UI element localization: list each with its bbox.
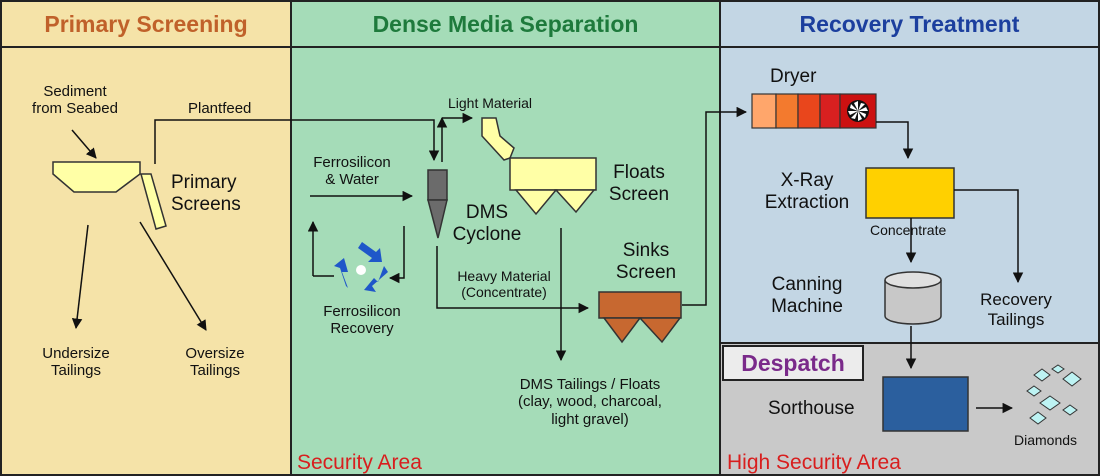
plantfeed-label: Plantfeed: [188, 100, 252, 117]
canning-machine-shape: [884, 271, 942, 325]
sinks-screen-shape: [598, 291, 682, 344]
primary-screens-label-line2: Screens: [171, 193, 241, 215]
primary-screening-header: Primary Screening: [0, 0, 292, 48]
sediment-label-line2: from Seabed: [32, 100, 118, 118]
primary-screens-label-line1: Primary: [171, 172, 237, 193]
floats-screen-label-line1: Floats: [613, 162, 665, 183]
oversize-tailings-label-line2: Tailings: [189, 362, 241, 380]
ferrosilicon-water-label: Ferrosilicon & Water: [304, 154, 400, 189]
dryer-label: Dryer: [770, 66, 817, 87]
sinks-screen-label: Sinks Screen: [606, 240, 686, 284]
high-security-area-label: High Security Area: [727, 451, 901, 474]
oversize-tailings-label: Oversize Tailings: [170, 345, 260, 380]
canning-machine-label-line2: Machine: [771, 295, 843, 317]
undersize-tailings-label-line1: Undersize: [42, 345, 110, 362]
canning-machine-label-line1: Canning: [771, 274, 843, 295]
undersize-tailings-label-line2: Tailings: [50, 362, 102, 380]
dryer-shape: [751, 93, 877, 129]
heavy-material-label: Heavy Material (Concentrate): [440, 268, 568, 300]
ferrosilicon-recovery-label: Ferrosilicon Recovery: [314, 303, 410, 338]
concentrate-box: [865, 167, 955, 219]
dms-cyclone-label-line1: DMS: [465, 202, 509, 223]
dms-tailings-label: DMS Tailings / Floats (clay, wood, charc…: [505, 376, 675, 428]
floats-screen-shape: [481, 117, 597, 216]
floats-screen-label-line2: Screen: [608, 183, 670, 205]
ferrosilicon-water-label-line1: Ferrosilicon: [313, 154, 391, 171]
diamonds-label: Diamonds: [1014, 432, 1078, 448]
recovery-treatment-header: Recovery Treatment: [719, 0, 1100, 48]
sinks-screen-label-line1: Sinks: [622, 240, 670, 261]
floats-screen-label: Floats Screen: [599, 162, 679, 206]
undersize-tailings-label: Undersize Tailings: [31, 345, 121, 380]
ferrosilicon-recovery-label-line1: Ferrosilicon: [323, 303, 401, 320]
dms-tailings-label-line1: DMS Tailings / Floats: [519, 376, 661, 393]
dense-media-separation-panel: [290, 0, 721, 476]
xray-extraction-label: X-Ray Extraction: [752, 170, 862, 214]
heavy-material-label-line2: (Concentrate): [461, 284, 547, 301]
heavy-material-label-line1: Heavy Material: [457, 268, 551, 284]
xray-extraction-label-line2: Extraction: [764, 191, 850, 213]
dms-tailings-label-line2: (clay, wood, charcoal,: [518, 393, 662, 411]
sediment-label: Sediment from Seabed: [25, 83, 125, 118]
ferrosilicon-recovery-label-line2: Recovery: [330, 320, 394, 338]
despatch-header: Despatch: [722, 345, 864, 381]
canning-machine-label: Canning Machine: [752, 274, 862, 318]
sorthouse-box: [882, 376, 969, 432]
ferrosilicon-water-label-line2: & Water: [325, 171, 379, 189]
recycle-icon: [334, 242, 388, 292]
concentrate-label: Concentrate: [870, 222, 947, 238]
flow-arrows: [71, 106, 1024, 414]
sorthouse-label: Sorthouse: [768, 398, 855, 419]
light-material-label: Light Material: [448, 95, 533, 111]
recovery-tailings-label: Recovery Tailings: [966, 290, 1066, 329]
oversize-tailings-label-line1: Oversize: [185, 345, 245, 362]
security-area-label: Security Area: [297, 451, 422, 474]
recovery-tailings-label-line2: Tailings: [987, 309, 1045, 329]
dms-tailings-label-line3: light gravel): [551, 410, 629, 428]
sediment-label-line1: Sediment: [43, 83, 107, 100]
diamonds-icon: [1026, 364, 1082, 425]
primary-screens-shape: [52, 161, 167, 230]
dms-cyclone-label: DMS Cyclone: [442, 202, 532, 246]
recovery-tailings-label-line1: Recovery: [980, 290, 1052, 309]
dms-cyclone-shape: [427, 169, 448, 239]
sinks-screen-label-line2: Screen: [615, 261, 677, 283]
dense-media-separation-header: Dense Media Separation: [290, 0, 721, 48]
primary-screening-panel: [0, 0, 292, 476]
dms-cyclone-label-line2: Cyclone: [452, 223, 522, 245]
xray-extraction-label-line1: X-Ray: [780, 170, 834, 191]
dryer-fan-icon: [847, 100, 869, 122]
primary-screens-label: Primary Screens: [171, 172, 241, 216]
